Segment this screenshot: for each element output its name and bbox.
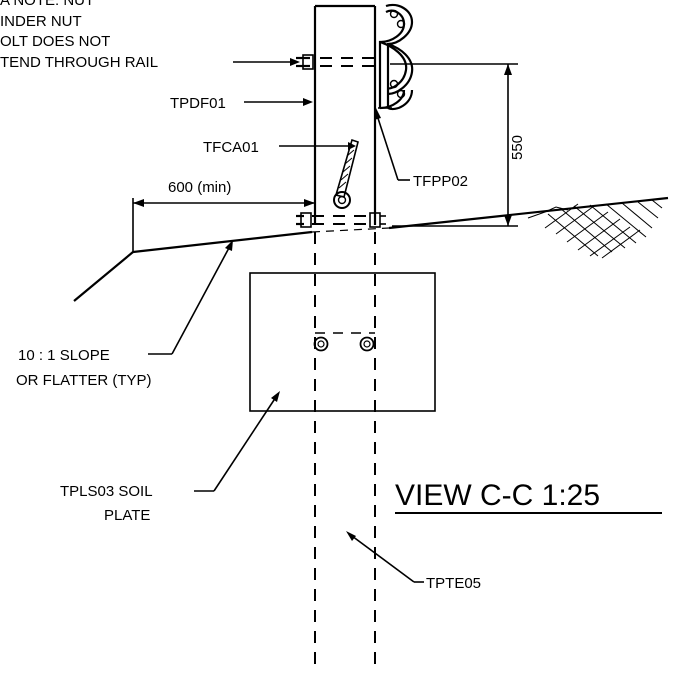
view-title-text: VIEW C-C 1:25 (395, 479, 600, 512)
slope-label-line1: 10 : 1 SLOPE (18, 347, 110, 364)
soil-plate-label-line2: PLATE (104, 507, 150, 524)
tube-callout: TPTE05 (346, 531, 481, 592)
bolt-note-line4: TEND THROUGH RAIL (0, 54, 158, 71)
dimension-550-label: 550 (509, 135, 526, 160)
cable-anchor: TFCA01 (203, 138, 359, 209)
post-plate-callout: TFPP02 (374, 108, 468, 190)
base-bolt (296, 212, 386, 228)
embankment-hatch (527, 199, 663, 259)
post-label: TPDF01 (170, 95, 226, 112)
rail-bolt (296, 54, 378, 70)
guardrail-w-beam (378, 3, 414, 111)
bolt-note-line3: OLT DOES NOT (0, 33, 110, 50)
dimension-600-label: 600 (min) (168, 179, 231, 196)
soil-plate-label-line1: TPLS03 SOIL (60, 483, 153, 500)
soil-plate (249, 272, 436, 412)
slope-label-line2: OR FLATTER (TYP) (16, 372, 152, 389)
bolt-note-arrowhead (290, 58, 300, 66)
slope-callout: 10 : 1 SLOPE OR FLATTER (TYP) (16, 240, 233, 389)
post-embedded (314, 232, 376, 673)
soil-plate-callout: TPLS03 SOIL PLATE (60, 391, 280, 524)
tube-label: TPTE05 (426, 575, 481, 592)
ground-line (73, 196, 669, 302)
bolt-note: A NOTE: NUT INDER NUT OLT DOES NOT TEND … (0, 0, 300, 71)
post-callout: TPDF01 (170, 95, 313, 112)
cable-anchor-label: TFCA01 (203, 139, 259, 156)
dimension-550: 550 (390, 63, 526, 227)
view-title: VIEW C-C 1:25 (395, 479, 662, 514)
bolt-note-line1: A NOTE: NUT (0, 0, 94, 9)
bolt-note-line2: INDER NUT (0, 13, 82, 30)
dimension-600: 600 (min) (132, 179, 315, 252)
post-plate-label: TFPP02 (413, 173, 468, 190)
